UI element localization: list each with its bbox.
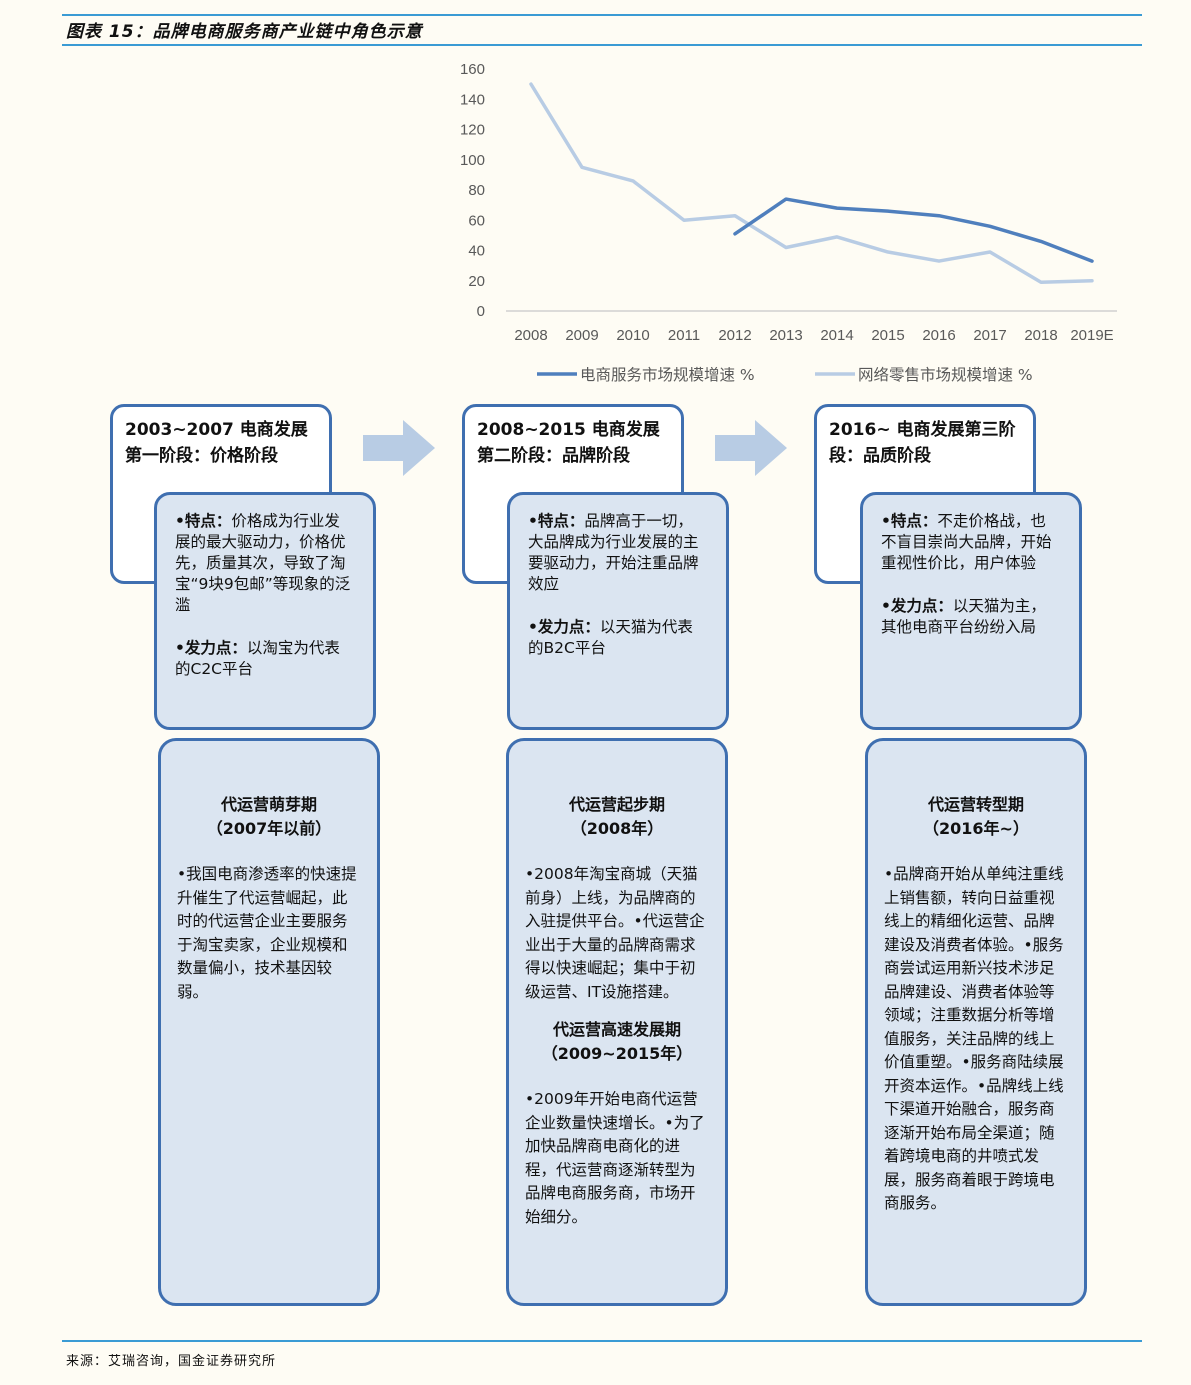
x-tick-label: 2014 [820,327,853,344]
op-title: 代运营高速发展期 [552,1020,681,1039]
force-text: 以天猫为代表的B2C平台 [528,618,693,657]
stage-2-features: •特点：品牌高于一切，大品牌成为行业发展的主要驱动力，开始注重品牌效应 •发力点… [507,492,729,730]
x-tick-label: 2013 [769,327,802,344]
stage-1-title: 2003~2007 电商发展第一阶段：价格阶段 [125,420,308,466]
feature-text: 不走价格战，也不盲目崇尚大品牌，开始重视性价比，用户体验 [881,512,1052,572]
op-subtitle: （2007年以前） [206,819,332,838]
legend-label: 电商服务市场规模增速 % [580,366,755,384]
legend-label: 网络零售市场规模增速 % [858,366,1033,384]
top-rule [62,14,1142,16]
title-rule [62,44,1142,46]
feature-label: •特点： [528,512,585,530]
x-tick-label: 2017 [973,327,1006,344]
y-tick-label: 0 [477,303,485,320]
x-tick-label: 2008 [514,327,547,344]
stage-3-features: •特点：不走价格战，也不盲目崇尚大品牌，开始重视性价比，用户体验 •发力点：以天… [860,492,1082,730]
x-tick-label: 2015 [871,327,904,344]
series-line [529,82,1094,285]
stage-1-features: •特点：价格成为行业发展的最大驱动力，价格优先，质量其次，导致了淘宝“9块9包邮… [154,492,376,730]
feature-label: •特点： [881,512,938,530]
series-layer [529,82,1094,285]
force-text: 以淘宝为代表的C2C平台 [175,639,340,678]
op-title: 代运营萌芽期 [220,795,317,814]
arrow-right-icon [363,420,435,480]
x-tick-label: 2019E [1070,327,1113,344]
y-tick-label: 160 [460,61,485,78]
op-subtitle: （2016年~） [923,819,1029,838]
x-tick-label: 2018 [1024,327,1057,344]
force-label: •发力点： [528,618,600,636]
x-tick-label: 2012 [718,327,751,344]
stage-3-operation: 代运营转型期 （2016年~） •品牌商开始从单纯注重线上销售额，转向日益重视线… [865,738,1087,1306]
arrow-right-icon [715,420,787,480]
feature-text: 价格成为行业发展的最大驱动力，价格优先，质量其次，导致了淘宝“9块9包邮”等现象… [175,512,351,614]
feature-label: •特点： [175,512,232,530]
x-tick-label: 2010 [616,327,649,344]
op-text: •2009年开始电商代运营企业数量快速增长。•为了加快品牌商电商化的进程，代运营… [525,1090,705,1226]
y-axis: 0 20 40 60 80 100 120 140 160 [460,61,485,320]
x-tick-label: 2011 [668,327,700,344]
y-tick-label: 140 [460,91,485,108]
source-note: 来源：艾瑞咨询，国金证券研究所 [66,1354,277,1369]
op-subtitle: （2008年） [570,819,664,838]
y-tick-label: 60 [468,212,485,229]
x-tick-label: 2009 [565,327,598,344]
y-tick-label: 20 [468,273,485,290]
force-label: •发力点： [175,639,247,657]
stage-1-operation: 代运营萌芽期 （2007年以前） •我国电商渗透率的快速提升催生了代运营崛起，此… [158,738,380,1306]
op-text: •我国电商渗透率的快速提升催生了代运营崛起，此时的代运营企业主要服务于淘宝卖家，… [177,865,357,1001]
figure-title: 图表 15：品牌电商服务商产业链中角色示意 [66,22,423,42]
op-title: 代运营起步期 [568,795,665,814]
y-tick-label: 40 [468,243,485,260]
y-tick-label: 100 [460,152,485,169]
op-title: 代运营转型期 [927,795,1024,814]
y-tick-label: 120 [460,122,485,139]
series-line [733,197,1094,263]
op-text: •2008年淘宝商城（天猫前身）上线，为品牌商的入驻提供平台。•代运营企业出于大… [525,865,705,1001]
legend: 电商服务市场规模增速 % 网络零售市场规模增速 % [537,366,1033,384]
bottom-rule [62,1340,1142,1342]
op-text: •品牌商开始从单纯注重线上销售额，转向日益重视线上的精细化运营、品牌建设及消费者… [884,865,1064,1212]
y-tick-label: 80 [468,182,485,199]
stage-2-title: 2008~2015 电商发展第二阶段：品牌阶段 [477,420,660,466]
x-tick-label: 2016 [922,327,955,344]
feature-text: 品牌高于一切，大品牌成为行业发展的主要驱动力，开始注重品牌效应 [528,512,699,593]
stage-2-operation: 代运营起步期 （2008年） •2008年淘宝商城（天猫前身）上线，为品牌商的入… [506,738,728,1306]
force-text: 以天猫为主，其他电商平台纷纷入局 [881,597,1046,636]
stage-3-title: 2016~ 电商发展第三阶段：品质阶段 [829,420,1016,466]
x-axis: 2008 2009 2010 2011 2012 2013 2014 2015 2016 2017… [514,327,1113,344]
force-label: •发力点： [881,597,953,615]
op-subtitle: （2009~2015年） [541,1044,693,1063]
